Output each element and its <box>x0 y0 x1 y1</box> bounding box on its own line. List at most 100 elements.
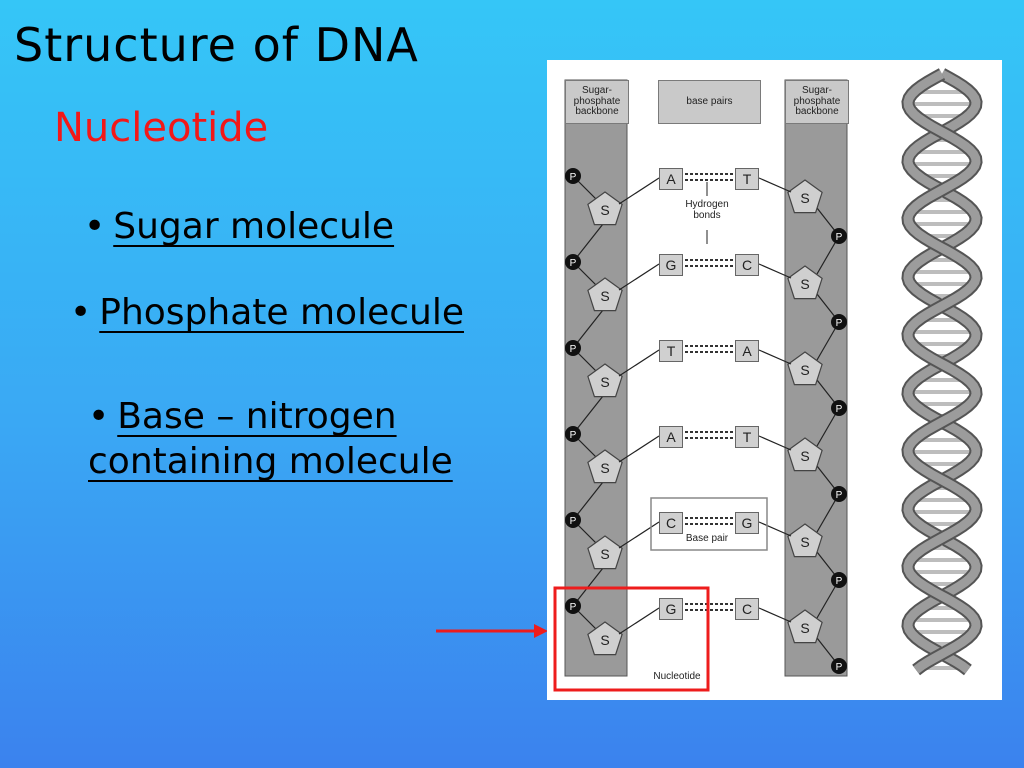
sugar-left <box>587 535 623 570</box>
phosphate-label: P <box>570 172 577 183</box>
phosphate-right <box>831 314 847 330</box>
sugar-left <box>587 621 623 656</box>
sugar-right <box>787 351 823 386</box>
base-left: A <box>659 168 683 190</box>
backbone-bond <box>572 309 604 349</box>
bullet-dot: • <box>88 396 110 437</box>
base-link <box>758 607 792 623</box>
sugar-left <box>587 191 623 226</box>
sugar-label: S <box>800 362 809 378</box>
base-link <box>758 263 792 279</box>
bullet-text: Sugar molecule <box>113 206 395 247</box>
phosphate-label: P <box>570 430 577 441</box>
sugar-label: S <box>800 190 809 206</box>
base-right: A <box>735 340 759 362</box>
helix-strand <box>903 70 981 674</box>
base-left: A <box>659 426 683 448</box>
sugar-label: S <box>600 546 609 562</box>
base-right: G <box>735 512 759 534</box>
bullet-text-line1: Base – nitrogen <box>117 396 397 437</box>
phosphate-label: P <box>570 344 577 355</box>
phosphate-left <box>565 340 581 356</box>
sugar-right <box>787 265 823 300</box>
phosphate-label: P <box>836 404 843 415</box>
backbone-bond <box>572 223 604 263</box>
sugar-right <box>787 609 823 644</box>
sugar-left <box>587 449 623 484</box>
base-link <box>758 521 792 537</box>
base-right: C <box>735 598 759 620</box>
sugar-label: S <box>600 632 609 648</box>
phosphate-left <box>565 598 581 614</box>
helix-strand <box>903 70 981 674</box>
base-link <box>618 607 660 635</box>
phosphate-left <box>565 512 581 528</box>
sugar-label: S <box>600 374 609 390</box>
sugar-label: S <box>800 448 809 464</box>
sugar-right <box>787 437 823 472</box>
dna-ladder-diagram: P S S P P S S P P S S P P S S P P S S P P S S P <box>553 68 983 692</box>
sugar-label: S <box>600 460 609 476</box>
bullet-sugar: •Sugar molecule <box>84 204 394 249</box>
phosphate-right <box>831 228 847 244</box>
base-left: T <box>659 340 683 362</box>
base-link <box>758 177 792 193</box>
slide-subtitle: Nucleotide <box>54 105 269 151</box>
base-pair-label: Base pair <box>685 533 729 544</box>
phosphate-left <box>565 168 581 184</box>
right-backbone-label: Sugar- phosphate backbone <box>785 80 849 124</box>
nucleotide-highlight <box>553 586 710 692</box>
bullet-text-line2: containing molecule <box>88 441 453 482</box>
phosphate-label: P <box>570 602 577 613</box>
dna-diagram: P S S P P S S P P S S P P S S P P S S P P S S P Sugar- phosphat… <box>547 60 1002 700</box>
sugar-label: S <box>800 620 809 636</box>
base-link <box>618 263 660 291</box>
base-left: G <box>659 598 683 620</box>
bullet-dot: • <box>70 292 92 333</box>
phosphate-label: P <box>836 662 843 673</box>
hydrogen-bonds-label: Hydrogen bonds <box>685 199 729 221</box>
phosphate-label: P <box>570 516 577 527</box>
phosphate-left <box>565 426 581 442</box>
bullet-base: •Base – nitrogen containing molecule <box>88 394 453 484</box>
sugar-label: S <box>800 276 809 292</box>
base-link <box>618 521 660 549</box>
phosphate-left <box>565 254 581 270</box>
base-link <box>618 177 660 205</box>
base-link <box>618 349 660 377</box>
nucleotide-label: Nucleotide <box>653 671 701 682</box>
bullet-dot: • <box>84 206 106 247</box>
base-left: C <box>659 512 683 534</box>
left-backbone-label: Sugar- phosphate backbone <box>565 80 629 124</box>
arrow-icon <box>436 624 548 638</box>
base-right: T <box>735 168 759 190</box>
bullet-phosphate: •Phosphate molecule <box>70 290 464 335</box>
sugar-label: S <box>800 534 809 550</box>
phosphate-right <box>831 658 847 674</box>
base-pair-box <box>650 497 768 551</box>
backbone-bond <box>572 395 604 435</box>
sugar-label: S <box>600 288 609 304</box>
base-link <box>758 349 792 365</box>
phosphate-right <box>831 572 847 588</box>
backbone-bond <box>572 481 604 521</box>
phosphate-label: P <box>836 232 843 243</box>
sugar-right <box>787 523 823 558</box>
slide-title: Structure of DNA <box>14 18 419 72</box>
sugar-left <box>587 363 623 398</box>
phosphate-right <box>831 400 847 416</box>
sugar-right <box>787 179 823 214</box>
phosphate-label: P <box>836 318 843 329</box>
sugar-left <box>587 277 623 312</box>
phosphate-label: P <box>836 490 843 501</box>
base-left: G <box>659 254 683 276</box>
base-pairs-label: base pairs <box>658 80 761 124</box>
base-link <box>618 435 660 463</box>
phosphate-label: P <box>836 576 843 587</box>
phosphate-label: P <box>570 258 577 269</box>
phosphate-right <box>831 486 847 502</box>
bullet-text: Phosphate molecule <box>99 292 464 333</box>
base-right: T <box>735 426 759 448</box>
base-link <box>758 435 792 451</box>
sugar-label: S <box>600 202 609 218</box>
